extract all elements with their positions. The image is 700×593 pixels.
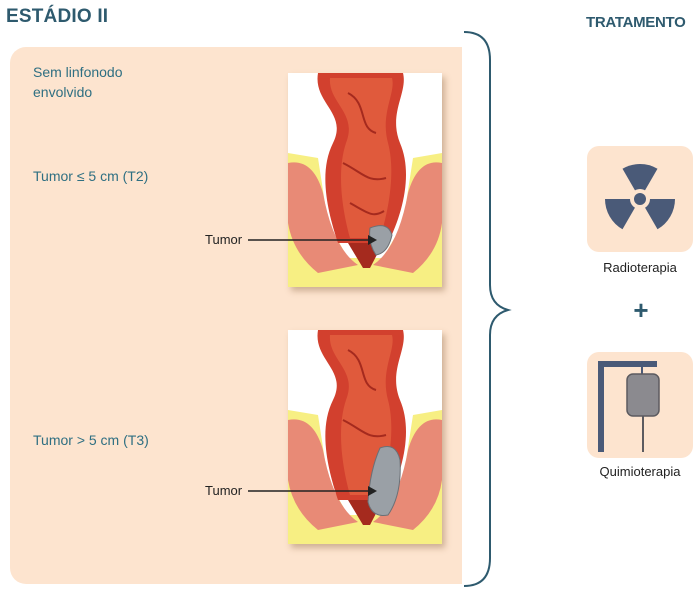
lymph-node-note-line1: Sem linfonodo xyxy=(33,64,123,80)
plus-sign: + xyxy=(633,295,649,325)
case-t2-label: Tumor ≤ 5 cm (T2) xyxy=(33,168,149,184)
radiation-icon xyxy=(605,164,675,230)
lymph-node-note-line2: envolvido xyxy=(33,84,93,100)
chemotherapy-label: Quimioterapia xyxy=(599,464,681,479)
rectum-illustration-t3 xyxy=(288,330,442,544)
case-t3-label: Tumor > 5 cm (T3) xyxy=(33,432,149,448)
iv-drip-icon xyxy=(598,361,660,452)
tumor-pointer-arrow-t3 xyxy=(248,486,377,496)
tumor-pointer-label-t3: Tumor xyxy=(205,483,243,498)
chemotherapy-tile xyxy=(587,352,693,458)
stage-title: ESTÁDIO II xyxy=(6,6,109,27)
rectum-illustration-t2 xyxy=(288,73,442,287)
radiotherapy-label: Radioterapia xyxy=(603,260,677,275)
tumor-pointer-label-t2: Tumor xyxy=(205,232,243,247)
treatment-title: TRATAMENTO xyxy=(586,14,686,31)
radiotherapy-tile xyxy=(587,146,693,252)
tumor-pointer-arrow-t2 xyxy=(248,235,377,245)
grouping-brace xyxy=(463,31,512,587)
